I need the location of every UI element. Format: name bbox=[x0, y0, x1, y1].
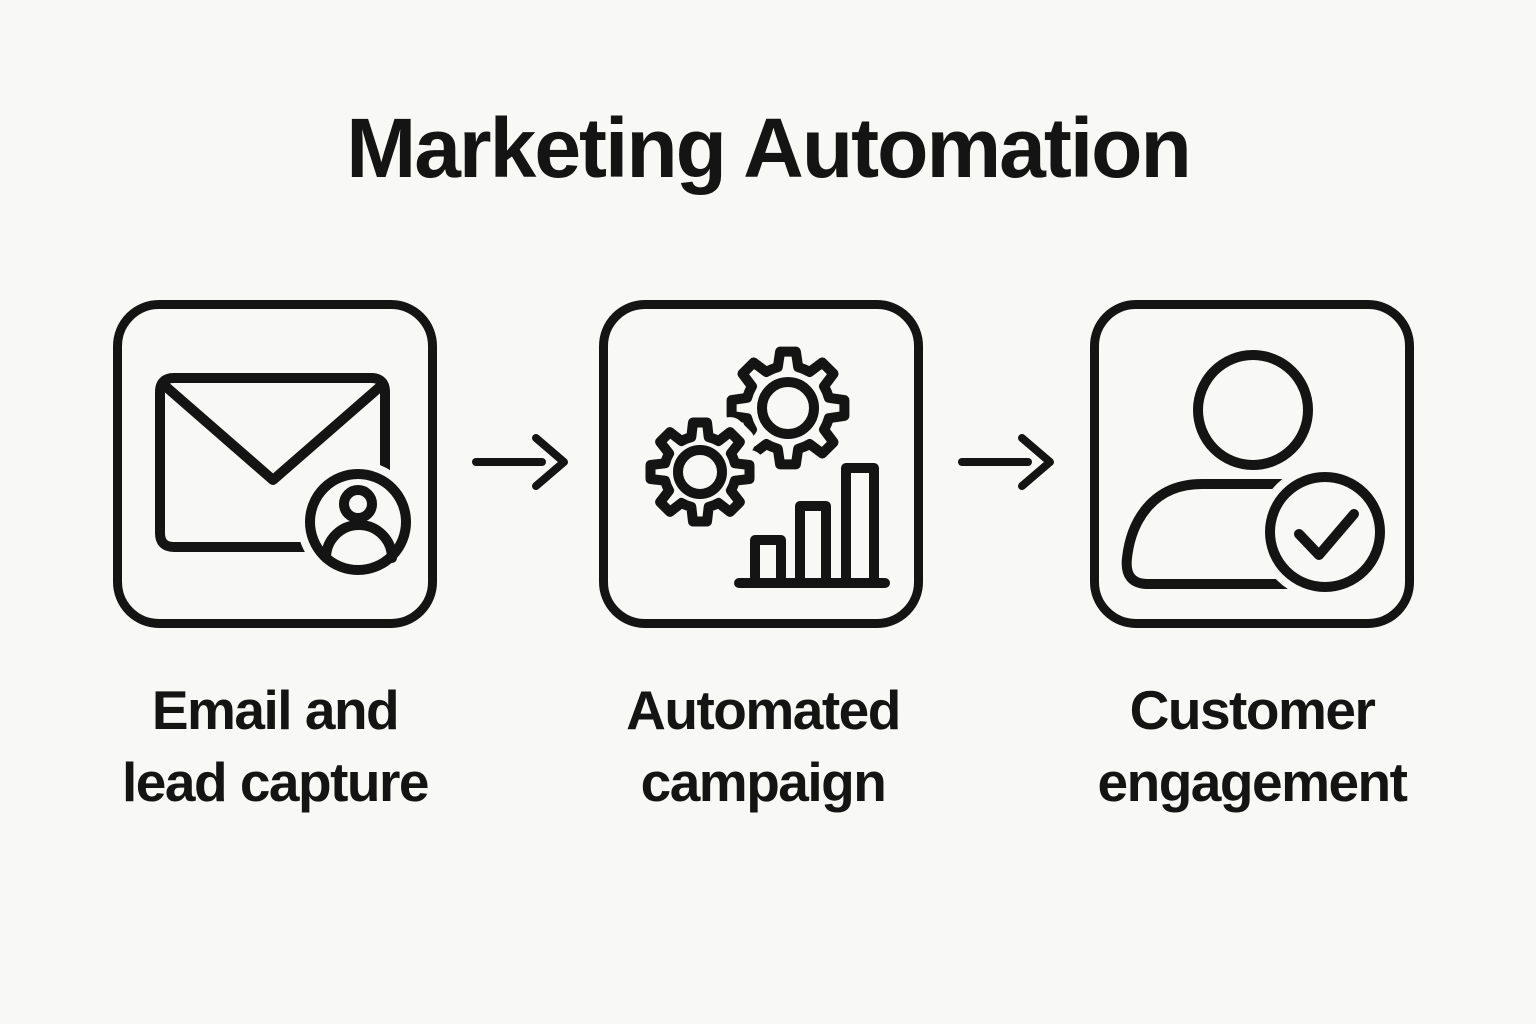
step-caption-automated-campaign: Automated campaign bbox=[503, 674, 1023, 818]
caption-line: engagement bbox=[1097, 751, 1408, 813]
contact-badge-icon bbox=[297, 461, 419, 583]
caption-line: Automated bbox=[626, 679, 901, 741]
arrow-right-icon bbox=[472, 434, 568, 490]
email-lead-capture-icon bbox=[155, 373, 419, 583]
page-title: Marketing Automation bbox=[346, 101, 1192, 195]
caption-line: campaign bbox=[640, 751, 887, 813]
customer-engagement-icon bbox=[1121, 350, 1393, 600]
caption-line: Customer bbox=[1129, 679, 1376, 741]
caption-line: lead capture bbox=[121, 751, 430, 813]
gear-icon-large bbox=[726, 346, 850, 470]
step-tile-email-lead-capture bbox=[113, 300, 437, 628]
step-tile-automated-campaign bbox=[599, 300, 923, 628]
bar-chart-icon bbox=[734, 463, 890, 588]
step-caption-email-lead-capture: Email and lead capture bbox=[15, 674, 535, 818]
automated-campaign-icon bbox=[635, 346, 890, 588]
step-caption-customer-engagement: Customer engagement bbox=[992, 674, 1512, 818]
caption-line: Email and bbox=[151, 679, 400, 741]
person-icon bbox=[1121, 350, 1313, 589]
check-badge-icon bbox=[1257, 464, 1393, 600]
gear-icon-small bbox=[635, 407, 765, 537]
step-tile-customer-engagement bbox=[1090, 300, 1414, 628]
arrow-right-icon bbox=[958, 434, 1054, 490]
